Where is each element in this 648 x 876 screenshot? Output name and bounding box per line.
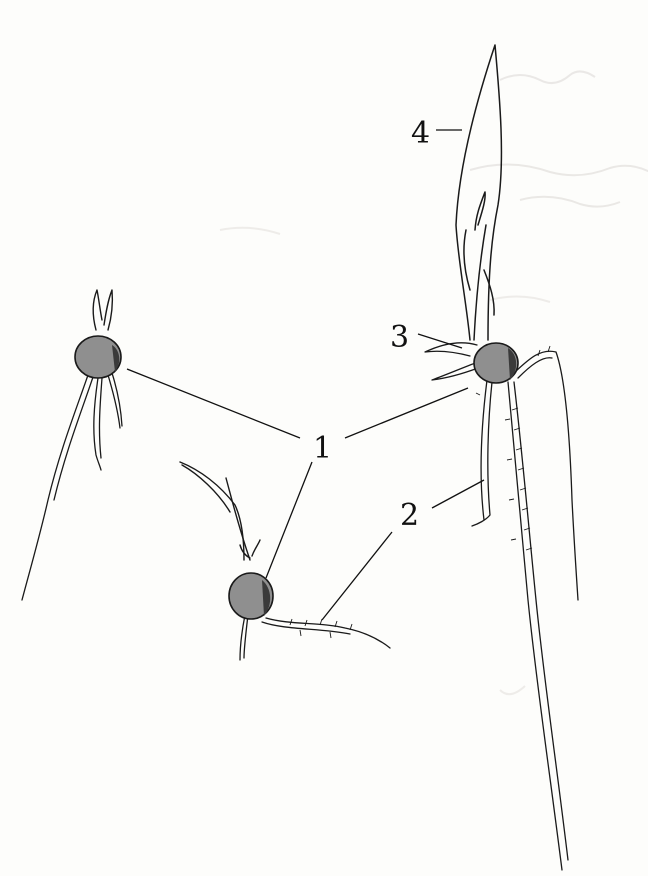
label-2: 2: [400, 498, 419, 533]
leader-2-middle: [322, 532, 392, 620]
leader-1-middle: [266, 462, 312, 578]
labels: 1 2 3 4: [313, 116, 430, 533]
leader-lines: [127, 130, 484, 620]
left-shoot: [93, 290, 112, 330]
bleed-through-handwriting: [220, 71, 648, 694]
middle-roots: [240, 615, 390, 660]
leader-1-left: [127, 369, 300, 438]
right-leaf: [456, 45, 501, 340]
leader-1-right: [345, 388, 468, 438]
right-roots: [472, 351, 578, 870]
seedling-middle: [180, 462, 390, 660]
label-3: 3: [390, 320, 409, 355]
right-lateral-shoots: [425, 343, 478, 380]
label-4: 4: [411, 116, 430, 151]
seedling-left: [22, 290, 122, 600]
label-1: 1: [313, 431, 332, 466]
leader-2-right: [432, 480, 484, 508]
middle-shoot: [180, 462, 260, 560]
left-roots: [22, 373, 122, 600]
seedling-right: [425, 45, 578, 870]
